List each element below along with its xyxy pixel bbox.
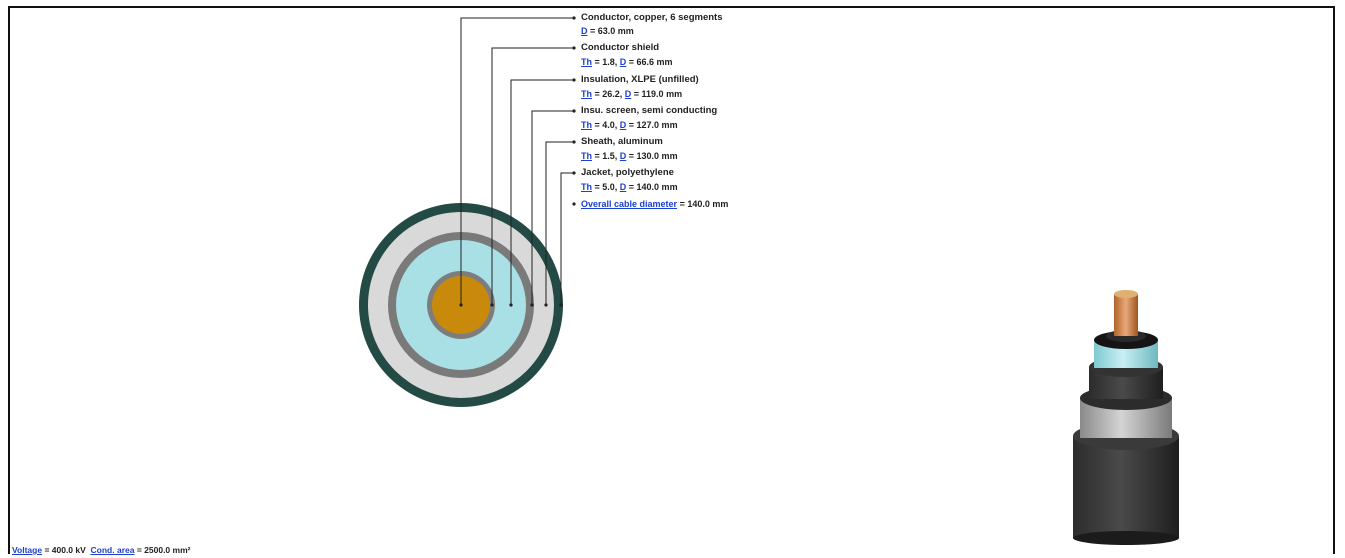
layer-2-name: Conductor shield — [581, 42, 660, 53]
layer-5-name: Sheath, aluminum — [581, 136, 663, 147]
layer-1-name: Conductor, copper, 6 segments — [581, 12, 723, 23]
d-link[interactable]: D — [619, 57, 627, 67]
leader-lines — [460, 17, 574, 305]
layer-6-detail: Th = 5.0, D = 140.0 mm — [581, 182, 678, 192]
footer-specs: Voltage = 400.0 kV Cond. area = 2500.0 m… — [12, 545, 191, 555]
th-link[interactable]: Th — [581, 120, 592, 130]
th-link[interactable]: Th — [581, 151, 592, 161]
layer-3-name: Insulation, XLPE (unfilled) — [581, 74, 699, 85]
d-link[interactable]: D — [619, 151, 627, 161]
overall-diameter: Overall cable diameter = 140.0 mm — [581, 199, 729, 209]
layer-2-detail: Th = 1.8, D = 66.6 mm — [581, 57, 673, 67]
d-link[interactable]: D — [619, 182, 627, 192]
layer-1-detail: D = 63.0 mm — [581, 26, 634, 36]
layer-4-name: Insu. screen, semi conducting — [581, 105, 718, 116]
layer-4-detail: Th = 4.0, D = 127.0 mm — [581, 120, 678, 130]
d-link[interactable]: D — [619, 120, 627, 130]
d-link[interactable]: D — [581, 26, 588, 36]
leader-dots — [459, 16, 576, 307]
cable-cutaway-image — [1073, 290, 1179, 545]
d-link[interactable]: D — [624, 89, 632, 99]
diagram-frame — [8, 6, 1335, 554]
cond-area-link[interactable]: Cond. area — [90, 545, 135, 555]
overall-diameter-link[interactable]: Overall cable diameter — [581, 199, 678, 209]
layer-6-name: Jacket, polyethylene — [581, 167, 674, 178]
layer-5-detail: Th = 1.5, D = 130.0 mm — [581, 151, 678, 161]
layer-3-detail: Th = 26.2, D = 119.0 mm — [581, 89, 683, 99]
th-link[interactable]: Th — [581, 57, 592, 67]
voltage-link[interactable]: Voltage — [12, 545, 43, 555]
th-link[interactable]: Th — [581, 182, 592, 192]
th-link[interactable]: Th — [581, 89, 592, 99]
